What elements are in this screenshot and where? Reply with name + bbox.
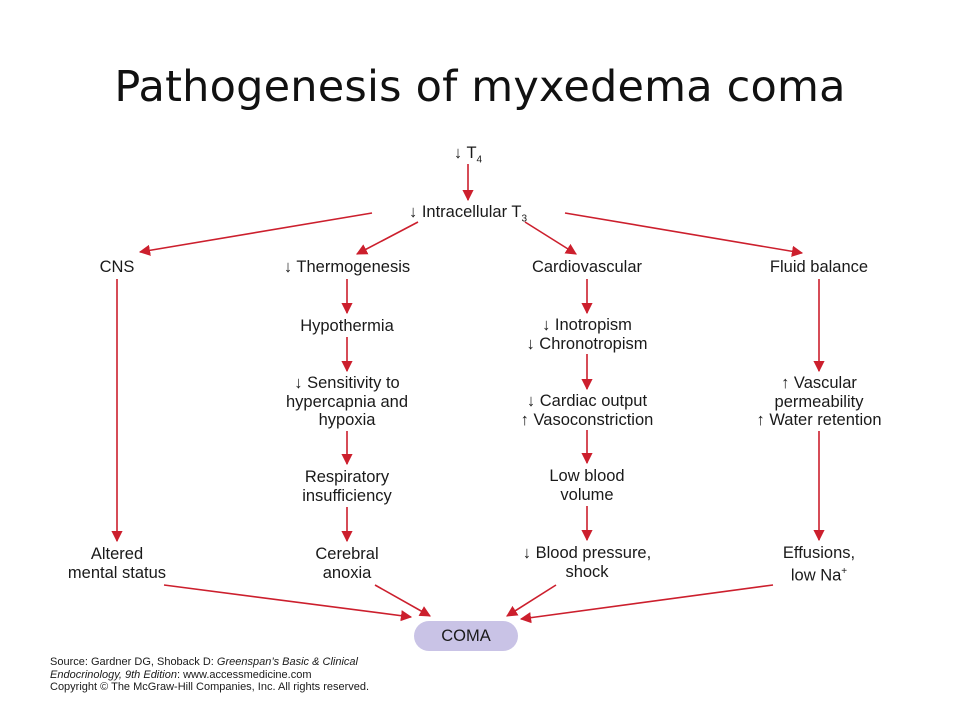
t4-label: T [466,144,477,162]
node-low-blood-volume: Low blood volume [549,467,625,504]
arrow-t3-to-thermogenesis [356,221,419,255]
source-citation: Source: Gardner DG, Shoback D: Greenspan… [50,656,369,694]
arrow-altered-to-coma [163,584,413,622]
node-t4: ↓ T4 [418,144,518,170]
arrow-pressure-to-coma [506,584,557,617]
source-book-title: Greenspan’s Basic & Clinical [216,656,358,668]
node-sensitivity: ↓ Sensitivity to hypercapnia and hypoxia [285,374,408,429]
slide-title: Pathogenesis of myxedema coma [114,62,846,112]
effusions-line1: Effusions, [782,544,856,562]
node-hypothermia: Hypothermia [300,317,394,335]
source-website: : www.accessmedicine.com [177,668,312,681]
t3-subscript: 3 [521,213,528,225]
arrow-effusions-to-coma [519,584,774,624]
arrow-t3-to-fluid [564,212,804,257]
node-cardiovascular: Cardiovascular [531,258,643,276]
node-thermogenesis: ↓ Thermogenesis [283,258,411,276]
node-inotropism: ↓ Inotropism ↓ Chronotropism [526,316,648,353]
t4-subscript: 4 [476,154,483,166]
node-coma: COMA [414,621,518,651]
copyright-line: Copyright © The McGraw-Hill Companies, I… [50,681,370,693]
decrease-arrow-symbol: ↓ [453,144,463,162]
sodium-plus-superscript: + [841,565,848,577]
node-fluid-balance: Fluid balance [769,258,869,276]
source-prefix: Source: Gardner DG, Shoback D: [50,656,217,668]
node-blood-pressure: ↓ Blood pressure, shock [522,544,652,581]
source-line-2: Endocrinology, 9th Edition: www.accessme… [50,669,369,682]
node-cerebral-anoxia: Cerebral anoxia [315,545,379,582]
source-edition: Endocrinology, 9th Edition [50,668,177,681]
decrease-arrow-symbol: ↓ [408,203,418,221]
node-effusions: Effusions, low Na+ [739,544,899,585]
arrow-t3-to-cardiovascular [524,221,577,255]
effusions-line2: low Na [790,566,842,584]
source-line-1: Source: Gardner DG, Shoback D: Greenspan… [50,656,369,669]
node-altered-mental-status: Altered mental status [67,545,167,582]
arrow-t3-to-cns [138,212,373,256]
node-cardiac-output: ↓ Cardiac output ↑ Vasoconstriction [520,392,654,429]
arrow-anoxia-to-coma [374,584,431,617]
node-respiratory-insufficiency: Respiratory insufficiency [302,468,392,505]
node-intracellular-t3: ↓ Intracellular T3 [368,203,568,229]
node-cns: CNS [99,258,135,276]
node-vascular-permeability: ↑ Vascular permeability ↑ Water retentio… [756,374,882,429]
intracellular-t3-label: Intracellular T [421,203,522,221]
